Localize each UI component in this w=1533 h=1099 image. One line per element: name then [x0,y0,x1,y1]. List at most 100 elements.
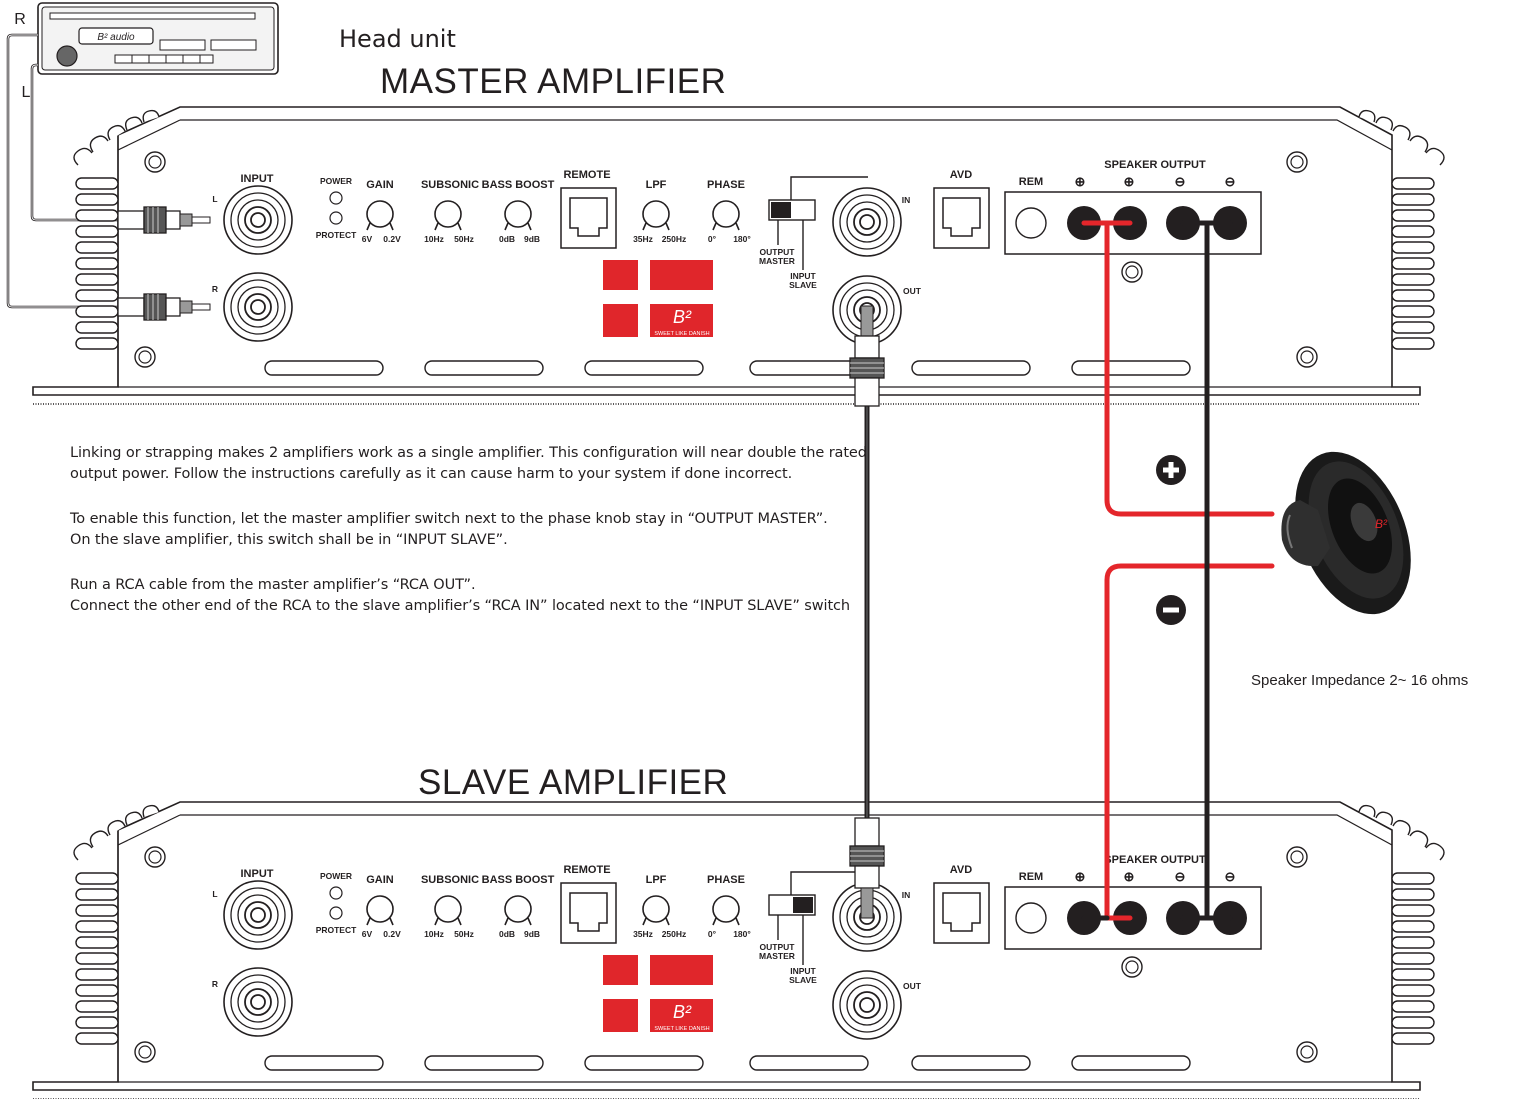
slave-phase-min: 0° [708,929,717,939]
slave-avd-port [933,882,990,944]
slave-input-jack-r [223,967,293,1037]
slave-lpf-label: LPF [646,874,667,886]
slave-remote-port [560,882,617,944]
master-subsonic-max: 50Hz [454,234,474,244]
slave-gain-label: GAIN [366,874,394,886]
master-phase-max: 180° [733,234,751,244]
master-minus-icon-2: ⊖ [1225,174,1236,189]
instruction-paragraph-1-line-2: output power. Follow the instructions ca… [70,466,793,482]
master-input-slave-label-2: SLAVE [789,280,817,290]
master-plus-icon-1: ⊕ [1075,174,1086,189]
master-remote-port [560,187,617,249]
instruction-paragraph-3-line-2: Connect the other end of the RCA to the … [70,598,850,614]
master-remote-label: REMOTE [563,169,610,181]
master-rca-out-label: OUT [903,286,922,296]
slave-input-slave-label-2: SLAVE [789,975,817,985]
slave-input-jack-l [223,880,293,950]
master-amplifier-title: MASTER AMPLIFIER [380,62,727,101]
slave-lpf-max: 250Hz [662,929,687,939]
slave-channel-r-label: R [212,979,218,989]
master-logo-mark: B² [673,307,692,327]
instruction-paragraph-1-line-1: Linking or strapping makes 2 amplifiers … [70,445,867,461]
master-rca-in-jack [832,187,902,257]
slave-output-master-label-1: OUTPUT [760,942,796,952]
master-protect-led [329,211,343,225]
master-logo-flag: B² SWEET LIKE DANISH [603,260,713,337]
master-subsonic-min: 10Hz [424,234,444,244]
master-lpf-max: 250Hz [662,234,687,244]
slave-input-label: INPUT [241,868,274,880]
slave-avd-label: AVD [950,864,972,876]
slave-minus-icon-1: ⊖ [1175,869,1186,884]
slave-bass-boost-max: 9dB [524,929,540,939]
slave-bass-boost-label: BASS BOOST [482,874,555,886]
master-bass-boost-max: 9dB [524,234,540,244]
master-output-master-label-2: MASTER [759,256,795,266]
master-amplifier: INPUT L R POWER PROTECT GAIN 6V 0.2V SUB… [32,106,1445,405]
master-channel-l-label: L [212,194,217,204]
slave-rca-out-label: OUT [903,981,922,991]
slave-bass-boost-min: 0dB [499,929,515,939]
slave-phase-label: PHASE [707,874,745,886]
master-bass-boost-label: BASS BOOST [482,179,555,191]
slave-plus-icon-1: ⊕ [1075,869,1086,884]
slave-lpf-min: 35Hz [633,929,653,939]
slave-input-slave-label-1: INPUT [790,966,816,976]
head-unit-brand: B² audio [97,32,135,43]
master-gain-label: GAIN [366,179,394,191]
slave-rem-label: REM [1019,871,1043,883]
master-input-jack-r [223,272,293,342]
subwoofer-logo: B² [1375,517,1388,531]
master-output-master-label-1: OUTPUT [760,247,796,257]
slave-amplifier: INPUT L R POWER PROTECT GAIN 6V 0.2V SUB… [32,801,1445,1099]
master-logo-sub: SWEET LIKE DANISH [654,331,709,337]
master-power-label: POWER [320,176,352,186]
slave-power-label: POWER [320,871,352,881]
slave-subsonic-min: 10Hz [424,929,444,939]
master-minus-icon-1: ⊖ [1175,174,1186,189]
master-phase-min: 0° [708,234,717,244]
slave-amplifier-title: SLAVE AMPLIFIER [418,763,729,802]
master-power-led [329,191,343,205]
master-input-jack-l [223,185,293,255]
head-unit: B² audio R L [14,2,279,101]
master-subsonic-label: SUBSONIC [421,179,479,191]
subwoofer-speaker: B² [1281,451,1411,615]
slave-protect-label: PROTECT [316,925,357,935]
instruction-paragraph-3-line-1: Run a RCA cable from the master amplifie… [70,577,476,593]
master-plus-icon-2: ⊕ [1124,174,1135,189]
slave-subsonic-label: SUBSONIC [421,874,479,886]
instruction-paragraph-2-line-1: To enable this function, let the master … [70,511,828,527]
master-bass-boost-min: 0dB [499,234,515,244]
slave-gain-max: 0.2V [383,929,401,939]
master-lpf-min: 35Hz [633,234,653,244]
minus-circle-icon [1156,595,1186,625]
head-unit-rca-right-label: R [14,11,26,28]
slave-output-master-label-2: MASTER [759,951,795,961]
head-unit-rca-cables-inner [7,34,118,308]
master-input-slave-label-1: INPUT [790,271,816,281]
master-channel-r-label: R [212,284,218,294]
speaker-wires [1081,220,1275,921]
master-gain-min: 6V [362,234,373,244]
master-gain-max: 0.2V [383,234,401,244]
master-protect-label: PROTECT [316,230,357,240]
slave-phase-max: 180° [733,929,751,939]
slave-logo-mark: B² [673,1002,692,1022]
master-rca-in-label: IN [902,195,911,205]
master-lpf-label: LPF [646,179,667,191]
slave-power-led [329,886,343,900]
head-unit-label: Head unit [339,25,456,53]
head-unit-rca-left-label: L [22,84,31,101]
slave-plus-icon-2: ⊕ [1124,869,1135,884]
slave-speaker-output-label: SPEAKER OUTPUT [1104,854,1206,866]
speaker-impedance-label: Speaker Impedance 2~ 16 ohms [1251,672,1469,689]
slave-subsonic-max: 50Hz [454,929,474,939]
slave-rem-terminal [1015,902,1047,934]
slave-channel-l-label: L [212,889,217,899]
slave-protect-led [329,906,343,920]
master-rem-label: REM [1019,176,1043,188]
master-input-label: INPUT [241,173,274,185]
